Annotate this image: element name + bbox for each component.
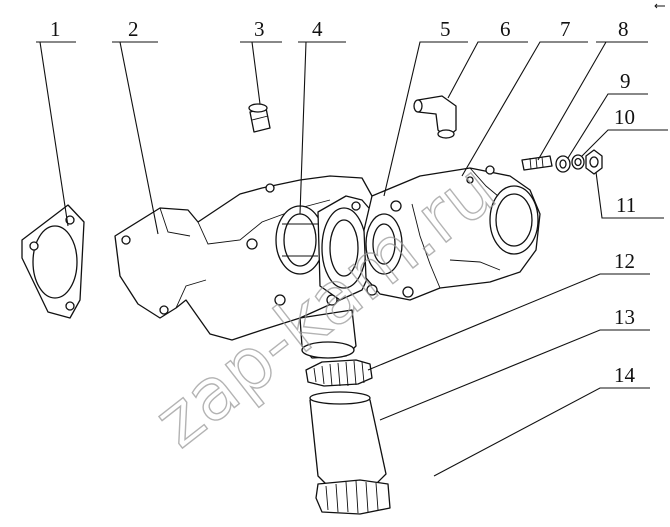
leader-8 (537, 41, 648, 161)
part-13-hose (309, 391, 387, 489)
corner-mark (654, 3, 665, 9)
leader-14 (433, 387, 650, 477)
part-5-turbine-ring (317, 195, 377, 301)
callout-13: 13 (614, 305, 635, 329)
callout-3: 3 (254, 17, 265, 41)
callout-8: 8 (618, 17, 629, 41)
leader-4 (298, 41, 346, 215)
part-14-hose-clamp (315, 479, 391, 515)
callout-9: 9 (620, 69, 631, 93)
callout-11: 11 (616, 193, 636, 217)
callout-6: 6 (500, 17, 511, 41)
callout-12: 12 (614, 249, 635, 273)
leader-7 (461, 41, 588, 177)
callout-10: 10 (614, 105, 635, 129)
leader-6 (447, 41, 528, 99)
part-10-lock-washer (571, 154, 585, 170)
callout-numbers: 1 2 3 4 5 6 7 8 9 10 11 12 13 14 (50, 17, 636, 387)
leader-5 (383, 41, 468, 197)
callout-2: 2 (128, 17, 139, 41)
leader-lines (36, 41, 668, 477)
callout-14: 14 (614, 363, 636, 387)
callout-4: 4 (312, 17, 323, 41)
part-3-plug (248, 103, 271, 133)
leader-9 (567, 93, 648, 159)
part-6-elbow-fitting (413, 95, 457, 139)
part-8-stud (521, 155, 553, 171)
part-11-nut (585, 149, 603, 175)
part-12-hose-clamp (305, 359, 373, 387)
leader-3 (240, 41, 282, 105)
callout-5: 5 (440, 17, 451, 41)
manifold-outlet-pipe (299, 309, 357, 359)
leader-1 (36, 41, 76, 227)
leader-2 (112, 41, 159, 235)
part-7-turbo-body (363, 165, 541, 301)
leader-11 (595, 171, 664, 219)
part-9-washer (555, 155, 571, 173)
part-1-gasket (21, 204, 85, 319)
leader-12 (367, 273, 650, 371)
callout-7: 7 (560, 17, 571, 41)
leader-13 (379, 329, 650, 421)
callout-1: 1 (50, 17, 61, 41)
leader-10 (581, 129, 668, 157)
